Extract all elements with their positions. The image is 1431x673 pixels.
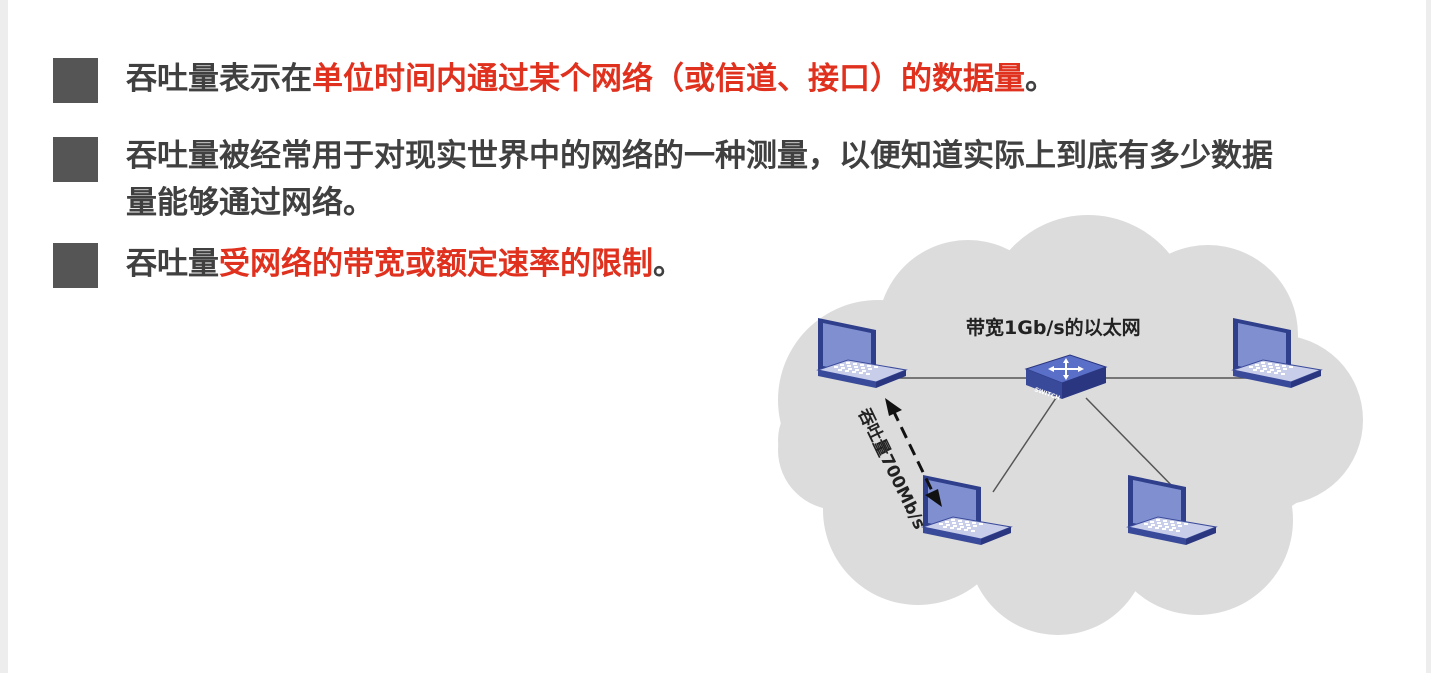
network-diagram: SWITCH 带宽1Gb/s的以太网 吞吐量700Mb/s — [778, 215, 1363, 635]
bullet-text-line-1: 吞吐量被经常用于对现实世界中的网络的一种测量，以便知道实际上到底有多少数据 — [126, 138, 1273, 174]
bullet-text-normal: 吞吐量 — [126, 246, 219, 282]
bullet-square — [53, 243, 98, 288]
bullet-text-tail: 。 — [653, 246, 684, 282]
bullet-square — [53, 58, 98, 103]
slide: 吞吐量表示在单位时间内通过某个网络（或信道、接口）的数据量。 吞吐量被经常用于对… — [8, 0, 1426, 673]
network-links — [893, 377, 1248, 493]
bullet-text: 吞吐量被经常用于对现实世界中的网络的一种测量，以便知道实际上到底有多少数据 量能… — [126, 133, 1273, 227]
bullet-text-normal: 吞吐量表示在 — [126, 61, 312, 97]
bullet-text-highlight: 受网络的带宽或额定速率的限制 — [219, 246, 653, 282]
bullet-text-line-2: 量能够通过网络。 — [126, 185, 374, 221]
bullet-text-highlight: 单位时间内通过某个网络（或信道、接口）的数据量 — [312, 61, 1025, 97]
bullet-text-tail: 。 — [1025, 61, 1056, 97]
network-label: 带宽1Gb/s的以太网 — [966, 316, 1141, 339]
bullet-square — [53, 137, 98, 182]
bullet-text: 吞吐量受网络的带宽或额定速率的限制。 — [126, 241, 684, 288]
throughput-arrow — [885, 398, 942, 507]
bullet-text: 吞吐量表示在单位时间内通过某个网络（或信道、接口）的数据量。 — [126, 56, 1056, 103]
